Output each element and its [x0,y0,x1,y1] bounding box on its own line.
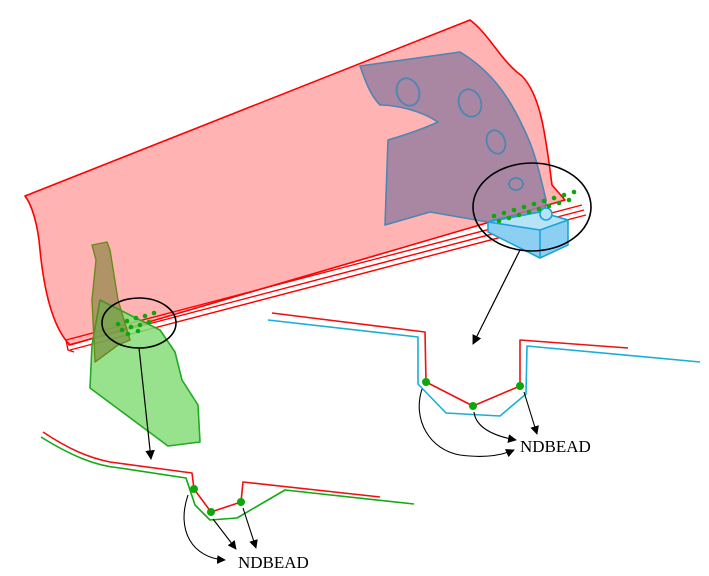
section-right [267,312,701,417]
profile-red-left [42,431,381,513]
leader-arrow-left [138,347,155,460]
plate-holes [395,77,524,191]
profile-cyan-right [267,319,701,417]
profile-green-left [40,436,415,521]
support-block [487,207,569,259]
leader-arrow-right [472,249,521,345]
detail-circle-right [472,162,592,252]
ndbead-label-right: NDBEAD [520,437,591,456]
olive-gusset [91,241,131,363]
section-left-nodes [190,485,245,516]
section-right-callouts [418,388,539,458]
ndbead-label-left: NDBEAD [238,553,309,572]
section-right-nodes [422,378,524,410]
bead-nodes-left [115,310,157,337]
bead-nodes-right [491,189,577,224]
section-left [40,431,415,521]
section-left-callouts [183,494,258,564]
